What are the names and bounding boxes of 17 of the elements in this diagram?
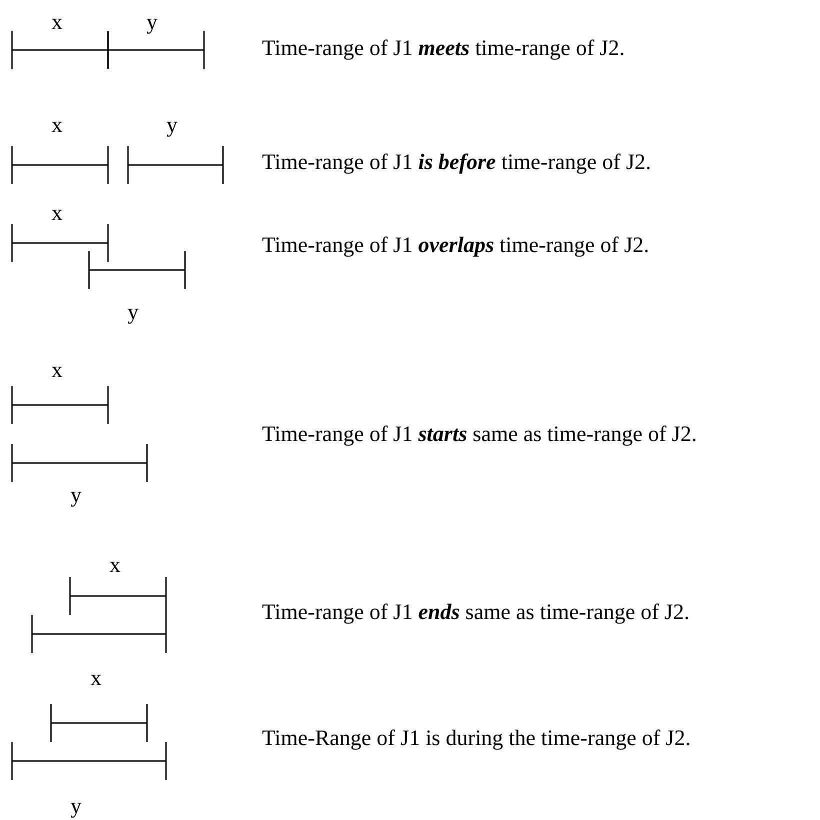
- interval-label: x: [52, 9, 62, 35]
- interval-label: x: [52, 200, 62, 226]
- relation-description: Time-range of J1 starts same as time-range of J2.: [262, 421, 697, 447]
- interval-label: x: [52, 112, 62, 138]
- interval-label: y: [146, 9, 158, 35]
- relation-description: Time-range of J1 is before time-range of J2.: [262, 149, 651, 175]
- relation-description: Time-range of J1 ends same as time-range of J2.: [262, 599, 690, 625]
- interval-label: y: [166, 112, 178, 138]
- interval-label: x: [52, 357, 62, 383]
- relation-description: Time-Range of J1 is during the time-range of J2.: [262, 725, 691, 751]
- interval-label: x: [110, 552, 120, 578]
- relation-description: Time-range of J1 overlaps time-range of J2.: [262, 232, 650, 258]
- interval-label: y: [128, 299, 138, 325]
- interval-label: x: [90, 665, 102, 691]
- interval-label: y: [70, 482, 82, 508]
- interval-label: y: [70, 793, 82, 819]
- relation-description: Time-range of J1 meets time-range of J2.: [262, 35, 625, 61]
